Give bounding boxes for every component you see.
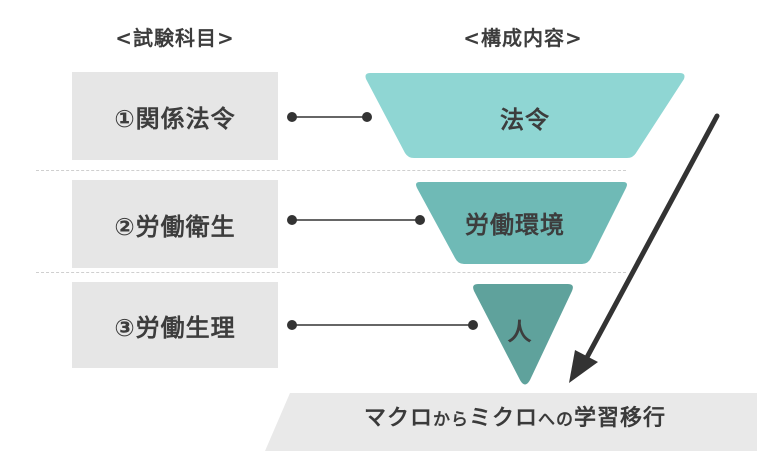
arrow-head-icon bbox=[569, 350, 598, 383]
connector-3 bbox=[287, 320, 478, 330]
banner-text-part3: ミクロ bbox=[468, 406, 538, 431]
macro-to-micro-arrow bbox=[569, 113, 720, 383]
composition-header: <構成内容> bbox=[463, 26, 583, 50]
subject-label-3: ③労働生理 bbox=[114, 313, 236, 342]
subject-box-1: ①関係法令 bbox=[72, 72, 278, 160]
connector-2-end-dot bbox=[415, 215, 425, 225]
connector-3-end-dot bbox=[468, 320, 478, 330]
subjects-header: <試験科目> bbox=[115, 26, 235, 50]
subject-box-3: ③労働生理 bbox=[72, 282, 278, 368]
connector-3-start-dot bbox=[287, 320, 297, 330]
subject-label-2: ②労働衛生 bbox=[114, 212, 236, 241]
funnel-segment-1 bbox=[365, 73, 685, 158]
row-divider-2 bbox=[36, 272, 626, 273]
connector-1 bbox=[287, 112, 372, 122]
banner-text-part1: マクロ bbox=[363, 406, 433, 431]
funnel-segment-3 bbox=[473, 284, 573, 385]
connector-2 bbox=[287, 215, 425, 225]
banner-text-part4: への bbox=[538, 410, 574, 430]
connector-1-start-dot bbox=[287, 112, 297, 122]
banner-background bbox=[265, 393, 757, 451]
subject-box-2: ②労働衛生 bbox=[72, 180, 278, 268]
funnel-segment-2 bbox=[416, 182, 627, 264]
connector-2-start-dot bbox=[287, 215, 297, 225]
funnel-label-3: 人 bbox=[507, 318, 533, 346]
funnel-label-2: 労働環境 bbox=[465, 211, 565, 239]
banner-text: マクロからミクロへの学習移行 bbox=[300, 400, 730, 432]
connector-1-end-dot bbox=[362, 112, 372, 122]
subject-label-1: ①関係法令 bbox=[114, 104, 236, 133]
banner-text-part2: から bbox=[432, 410, 469, 430]
funnel-label-1: 法令 bbox=[500, 106, 550, 134]
row-divider-1 bbox=[36, 170, 626, 171]
banner-text-part5: 学習移行 bbox=[574, 406, 667, 431]
